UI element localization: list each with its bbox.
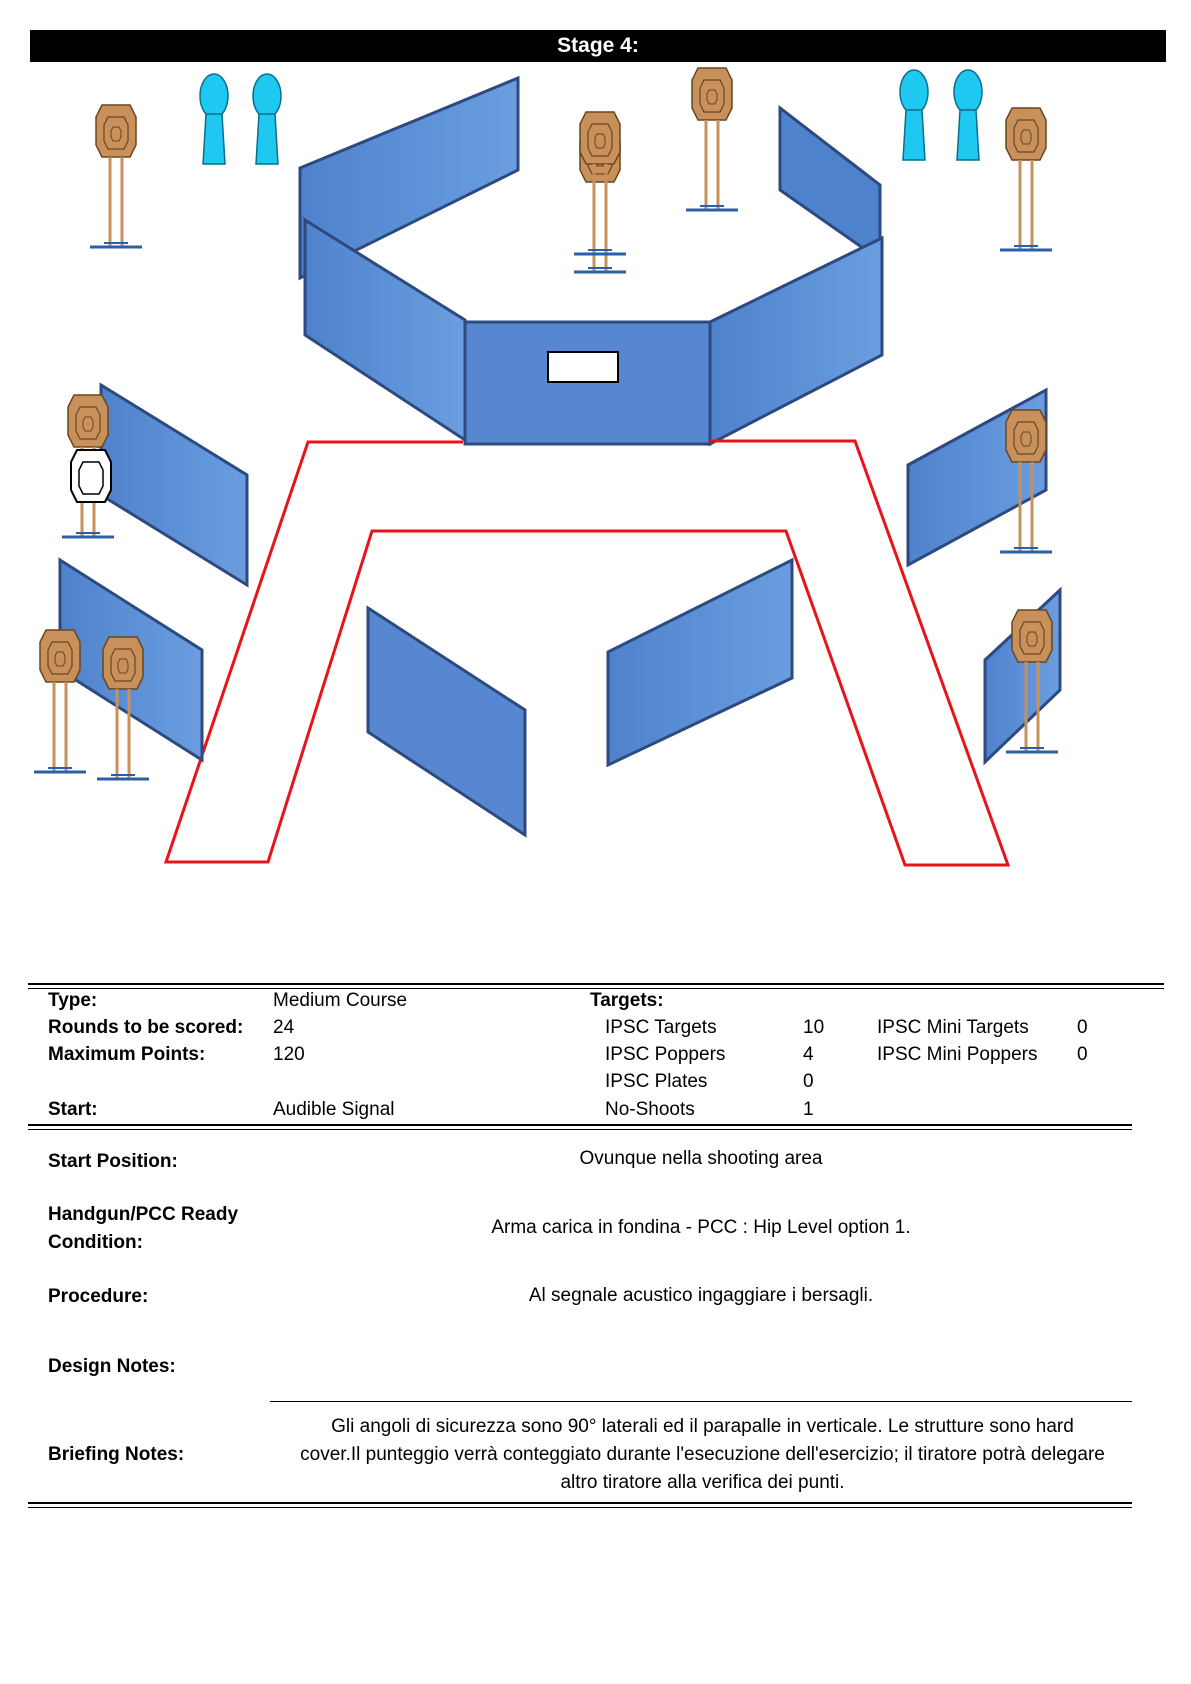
ipsc-target bbox=[88, 103, 144, 249]
ready-condition-label-1: Handgun/PCC Ready bbox=[48, 1204, 239, 1225]
start-value: Audible Signal bbox=[273, 1099, 395, 1120]
mini-poppers-label: IPSC Mini Poppers bbox=[877, 1044, 1038, 1065]
procedure-value: Al segnale acustico ingaggiare i bersagl… bbox=[528, 1285, 874, 1306]
start-label: Start: bbox=[48, 1099, 98, 1120]
mini-targets-label: IPSC Mini Targets bbox=[877, 1017, 1029, 1038]
briefing-notes-label: Briefing Notes: bbox=[48, 1444, 185, 1465]
stage-diagram bbox=[32, 66, 1062, 867]
divider bbox=[28, 1507, 1132, 1508]
ipsc-target bbox=[572, 110, 628, 256]
divider bbox=[28, 988, 1164, 989]
no-shoot-target bbox=[70, 449, 112, 503]
divider bbox=[270, 1401, 1132, 1402]
briefing-notes-value: Gli angoli di sicurezza sono 90° lateral… bbox=[300, 1416, 1105, 1493]
rounds-value: 24 bbox=[273, 1017, 295, 1038]
divider bbox=[28, 1124, 1132, 1126]
type-label: Type: bbox=[48, 990, 98, 1011]
wall-center-left bbox=[366, 605, 527, 838]
ipsc-targets-label: IPSC Targets bbox=[605, 1017, 717, 1038]
wall-left bbox=[303, 217, 467, 443]
popper-2 bbox=[252, 73, 282, 165]
central-enclosure bbox=[298, 75, 884, 447]
ipsc-poppers-label: IPSC Poppers bbox=[605, 1044, 726, 1065]
type-value: Medium Course bbox=[273, 990, 408, 1011]
no-shoots-value: 1 bbox=[803, 1099, 814, 1120]
popper-1 bbox=[199, 73, 229, 165]
divider bbox=[28, 1502, 1132, 1504]
ready-condition-label-2: Condition: bbox=[48, 1232, 143, 1253]
ipsc-plates-label: IPSC Plates bbox=[605, 1071, 708, 1092]
wall-back-right bbox=[778, 104, 882, 263]
divider bbox=[28, 1129, 1132, 1130]
ipsc-plates-value: 0 bbox=[803, 1071, 814, 1092]
points-label: Maximum Points: bbox=[48, 1044, 206, 1065]
design-notes-label: Design Notes: bbox=[48, 1356, 176, 1377]
start-position-label: Start Position: bbox=[48, 1151, 178, 1172]
fault-lines bbox=[163, 439, 1011, 867]
wall-left-upper bbox=[99, 382, 249, 588]
popper-4 bbox=[953, 69, 983, 161]
ipsc-target bbox=[32, 628, 88, 774]
mini-poppers-value: 0 bbox=[1077, 1044, 1088, 1065]
procedure-label: Procedure: bbox=[48, 1286, 149, 1307]
stage-title: Stage 4: bbox=[30, 30, 1166, 62]
ready-condition-value: Arma carica in fondina - PCC : Hip Level… bbox=[491, 1217, 911, 1238]
start-position-value: Ovunque nella shooting area bbox=[579, 1148, 823, 1169]
ipsc-target bbox=[684, 66, 740, 212]
wall-right bbox=[708, 235, 884, 447]
divider bbox=[28, 983, 1164, 985]
wall-center-right bbox=[606, 557, 794, 768]
mini-targets-value: 0 bbox=[1077, 1017, 1088, 1038]
fault-line-outer bbox=[163, 439, 1011, 867]
targets-label: Targets: bbox=[590, 990, 664, 1011]
rounds-label: Rounds to be scored: bbox=[48, 1017, 244, 1038]
popper-3 bbox=[899, 69, 929, 161]
ipsc-targets-value: 10 bbox=[803, 1017, 825, 1038]
ipsc-poppers-value: 4 bbox=[803, 1044, 814, 1065]
ipsc-target bbox=[998, 106, 1054, 252]
wall-back-left bbox=[298, 75, 520, 281]
points-value: 120 bbox=[273, 1044, 305, 1065]
no-shoots-label: No-Shoots bbox=[605, 1099, 695, 1120]
wall-port bbox=[547, 351, 619, 383]
